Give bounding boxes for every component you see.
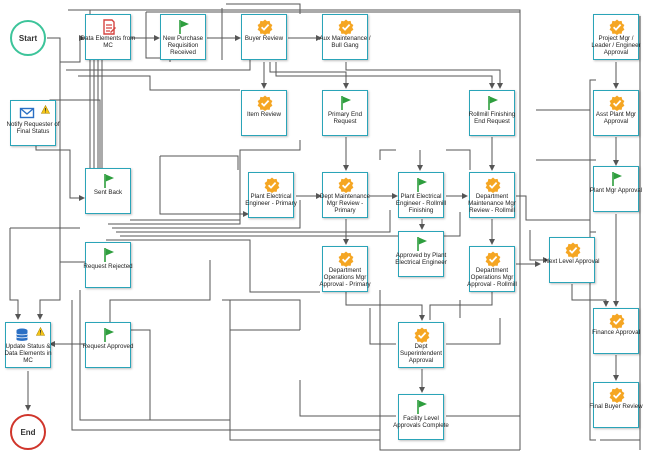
label-notify-requester: Notify Requester of Final Status [6,121,60,136]
label-item-review: Item Review [246,111,282,118]
node-plant-mgr[interactable]: Plant Mgr Approval [590,166,642,212]
label-dept-superintendent: Dept Superintendent Approval [400,343,442,365]
flag-icon [104,174,114,188]
approval-badge-icon [338,177,354,193]
label-dept-ops-rollmill: Department Operations Mgr Approval - Rol… [467,267,517,289]
node-item-review[interactable]: Item Review [241,90,287,136]
label-dept-ops-primary: Department Operations Mgr Approval - Pri… [319,267,371,289]
node-dept-superintendent[interactable]: Dept Superintendent Approval [398,322,444,368]
label-plant-elec-primary: Plant Electrical Engineer - Primary [245,193,297,208]
flag-icon [104,248,114,262]
flag-icon [104,328,114,342]
connector-start-data-elements [47,35,85,63]
node-update-status[interactable]: Update Status & Data Elements in MC [4,322,52,368]
label-dept-maint-primary: Dept Maintenance Mgr Review - Primary [319,193,371,215]
connector-notify-sent [35,145,85,201]
label-project-mgr: Project Mgr / Leader / Engineer Approval [591,35,641,57]
approval-badge-icon [609,95,625,111]
start-event[interactable]: Start [10,20,46,56]
label-approved-by-elec: Approved by Plant Electrical Engineer [395,252,447,267]
warning-icon [41,105,50,114]
node-project-mgr[interactable]: Project Mgr / Leader / Engineer Approval [591,14,641,60]
start-label: Start [18,33,38,43]
node-rollmill-end[interactable]: Rollmill Finishing End Request [469,90,515,136]
connector-buyer-rollmill [275,62,495,89]
approval-badge-icon [609,313,625,329]
approval-badge-icon [338,251,354,267]
flag-icon [179,20,189,34]
node-finance[interactable]: Finance Approval [592,308,640,354]
node-dept-maint-rollmill[interactable]: Department Maintenance Mgr Review - Roll… [468,172,516,218]
approval-badge-icon [485,177,501,193]
label-data-elements: Data Elements from MC [80,35,136,50]
label-buyer-review: Buyer Review [244,35,284,42]
flag-icon [341,96,351,110]
approval-badge-icon [485,251,501,267]
node-plant-elec-primary[interactable]: Plant Electrical Engineer - Primary [245,172,297,218]
label-asst-plant-mgr: Asst Plant Mgr Approval [595,111,637,126]
node-plant-elec-rollmill[interactable]: Plant Electrical Engineer - Rollmill Fin… [396,172,446,218]
approval-badge-icon [264,177,280,193]
approval-badge-icon [609,387,625,403]
label-request-rejected: Request Rejected [83,263,133,270]
connector-buyer-primary [269,62,349,89]
node-data-elements[interactable]: Data Elements from MC [81,14,135,60]
node-dept-maint-primary[interactable]: Dept Maintenance Mgr Review - Primary [320,172,370,218]
connector-next-finance [571,284,609,307]
node-request-rejected[interactable]: Request Rejected [83,242,133,288]
warning-icon [36,327,45,336]
approval-badge-icon [257,95,273,111]
label-finance: Finance Approval [592,329,640,336]
node-facility-level[interactable]: Facility Level Approvals Complete [393,394,449,440]
node-asst-plant-mgr[interactable]: Asst Plant Mgr Approval [593,90,639,136]
node-aux-maintenance[interactable]: Aux Maintenance / Bull Gang [319,14,371,60]
connector-deptops-rm-super [429,292,493,320]
node-dept-ops-primary[interactable]: Department Operations Mgr Approval - Pri… [319,246,371,292]
node-sent-back[interactable]: Sent Back [85,168,131,214]
label-next-level: Next Level Approval [544,258,600,265]
database-icon [16,328,28,341]
node-request-approved[interactable]: Request Approved [83,322,133,368]
connector-rejected-update [37,261,86,320]
approval-badge-icon [338,19,354,35]
script-icon [103,19,116,35]
node-buyer-review[interactable]: Buyer Review [241,14,287,60]
label-request-approved: Request Approved [82,343,134,350]
node-final-buyer[interactable]: Final Buyer Review [589,382,643,428]
label-final-buyer: Final Buyer Review [589,403,643,410]
label-dept-maint-rollmill: Department Maintenance Mgr Review - Roll… [468,193,516,215]
node-approved-by-elec[interactable]: Approved by Plant Electrical Engineer [395,231,447,277]
flag-icon [417,178,427,192]
label-sent-back: Sent Back [93,189,123,196]
label-facility-level: Facility Level Approvals Complete [393,415,449,430]
connector-aux-down [345,62,503,89]
email-icon [19,107,35,119]
node-dept-ops-rollmill[interactable]: Department Operations Mgr Approval - Rol… [467,246,517,292]
label-update-status: Update Status & Data Elements in MC [4,343,52,365]
label-plant-mgr: Plant Mgr Approval [589,187,643,194]
node-notify-requester[interactable]: Notify Requester of Final Status [7,100,59,146]
approval-badge-icon [257,19,273,35]
flag-icon [612,172,622,186]
label-plant-elec-rollmill: Plant Electrical Engineer - Rollmill Fin… [395,193,447,215]
node-new-purchase[interactable]: New Purchase Requisition Received [160,14,206,60]
connector-deptops-super [345,292,425,321]
label-aux-maintenance: Aux Maintenance / Bull Gang [319,35,371,50]
flag-icon [488,96,498,110]
approval-badge-icon [565,242,581,258]
node-primary-end[interactable]: Primary End Request [322,90,368,136]
node-next-level[interactable]: Next Level Approval [544,237,600,283]
flag-icon [417,400,427,414]
flag-icon [417,237,427,251]
label-primary-end: Primary End Request [327,111,363,126]
label-rollmill-end: Rollmill Finishing End Request [468,111,516,126]
end-label: End [20,427,36,437]
approval-badge-icon [609,19,625,35]
label-new-purchase: New Purchase Requisition Received [162,35,204,57]
end-event[interactable]: End [10,414,46,450]
approval-badge-icon [414,327,430,343]
